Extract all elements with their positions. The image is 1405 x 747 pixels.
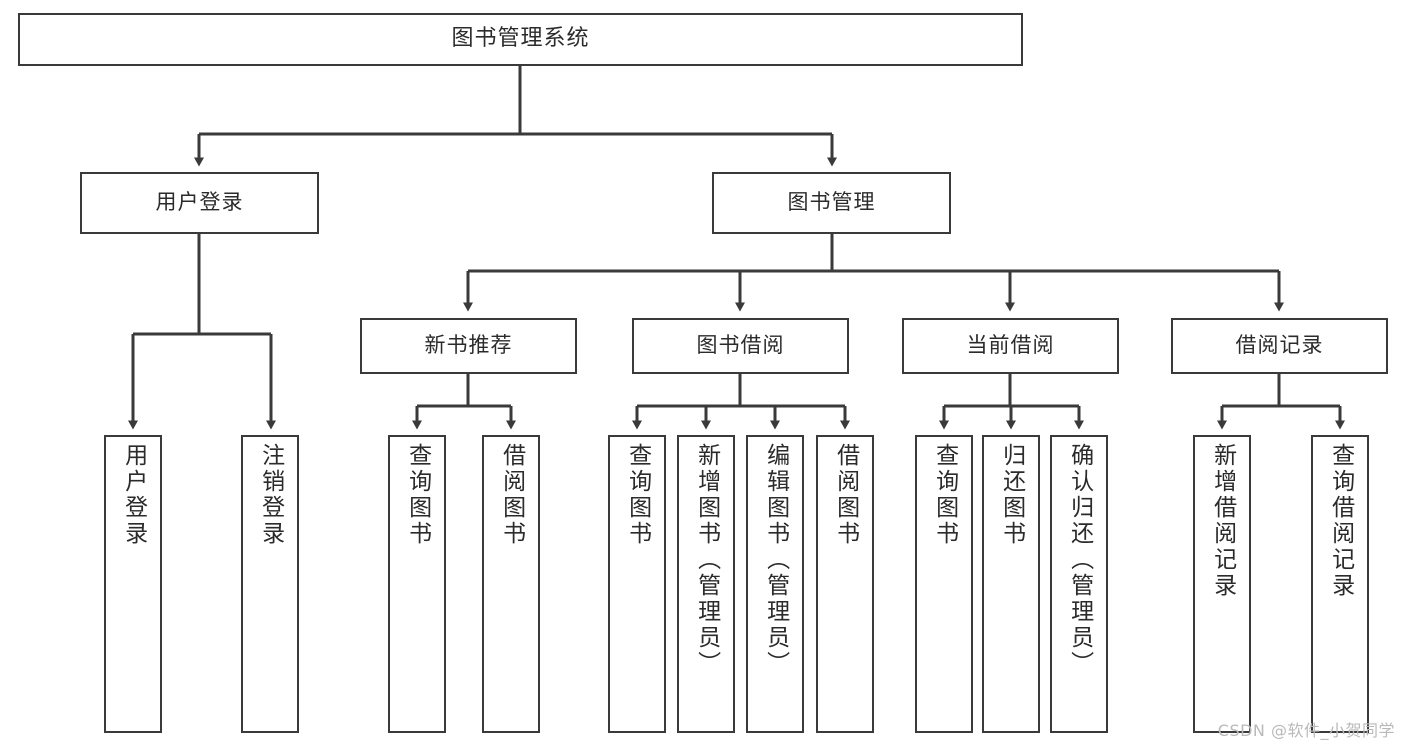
node-label: 借阅图书: [498, 443, 525, 547]
node-label: 图书借阅: [696, 333, 785, 358]
node-label: 图书管理系统: [451, 26, 590, 52]
node-label: 新书推荐: [424, 333, 513, 358]
leaf-borrow-books-borrowing[interactable]: 借阅图书: [816, 435, 874, 733]
node-label: 新增借阅记录: [1209, 443, 1236, 599]
node-book-borrowing[interactable]: 图书借阅: [632, 318, 849, 374]
node-new-book-recommendation[interactable]: 新书推荐: [360, 318, 577, 374]
node-label: 归还图书: [998, 443, 1025, 547]
leaf-query-books-recommendation[interactable]: 查询图书: [388, 435, 446, 733]
leaf-query-books-borrowing[interactable]: 查询图书: [608, 435, 666, 733]
leaf-borrow-books-recommendation[interactable]: 借阅图书: [482, 435, 540, 733]
node-label: 注销登录: [257, 443, 284, 547]
leaf-add-borrowing-record[interactable]: 新增借阅记录: [1193, 435, 1251, 733]
node-label: 查询图书: [404, 443, 431, 547]
leaf-query-borrowing-record[interactable]: 查询借阅记录: [1311, 435, 1369, 733]
node-label: 编辑图书（管理员）: [762, 443, 789, 677]
node-label: 查询图书: [931, 443, 958, 547]
node-label: 图书管理: [787, 190, 876, 215]
node-book-management[interactable]: 图书管理: [712, 172, 951, 234]
watermark: CSDN @软件_小贺同学: [1217, 721, 1395, 740]
leaf-logout[interactable]: 注销登录: [241, 435, 299, 733]
leaf-add-book-admin[interactable]: 新增图书（管理员）: [677, 435, 735, 733]
leaf-confirm-return-admin[interactable]: 确认归还（管理员）: [1050, 435, 1108, 733]
node-root-book-management-system[interactable]: 图书管理系统: [18, 13, 1023, 66]
node-borrowing-records[interactable]: 借阅记录: [1171, 318, 1388, 374]
node-user-login[interactable]: 用户登录: [80, 172, 319, 234]
node-label: 当前借阅: [966, 333, 1055, 358]
node-current-borrowing[interactable]: 当前借阅: [902, 318, 1119, 374]
leaf-edit-book-admin[interactable]: 编辑图书（管理员）: [746, 435, 804, 733]
node-label: 查询借阅记录: [1327, 443, 1354, 599]
node-label: 用户登录: [155, 190, 244, 215]
leaf-user-login[interactable]: 用户登录: [104, 435, 162, 733]
node-label: 确认归还（管理员）: [1066, 443, 1093, 677]
node-label: 查询图书: [624, 443, 651, 547]
node-label: 借阅图书: [832, 443, 859, 547]
leaf-query-books-current[interactable]: 查询图书: [915, 435, 973, 733]
node-label: 借阅记录: [1235, 333, 1324, 358]
node-label: 新增图书（管理员）: [693, 443, 720, 677]
leaf-return-books[interactable]: 归还图书: [982, 435, 1040, 733]
node-label: 用户登录: [120, 443, 147, 547]
